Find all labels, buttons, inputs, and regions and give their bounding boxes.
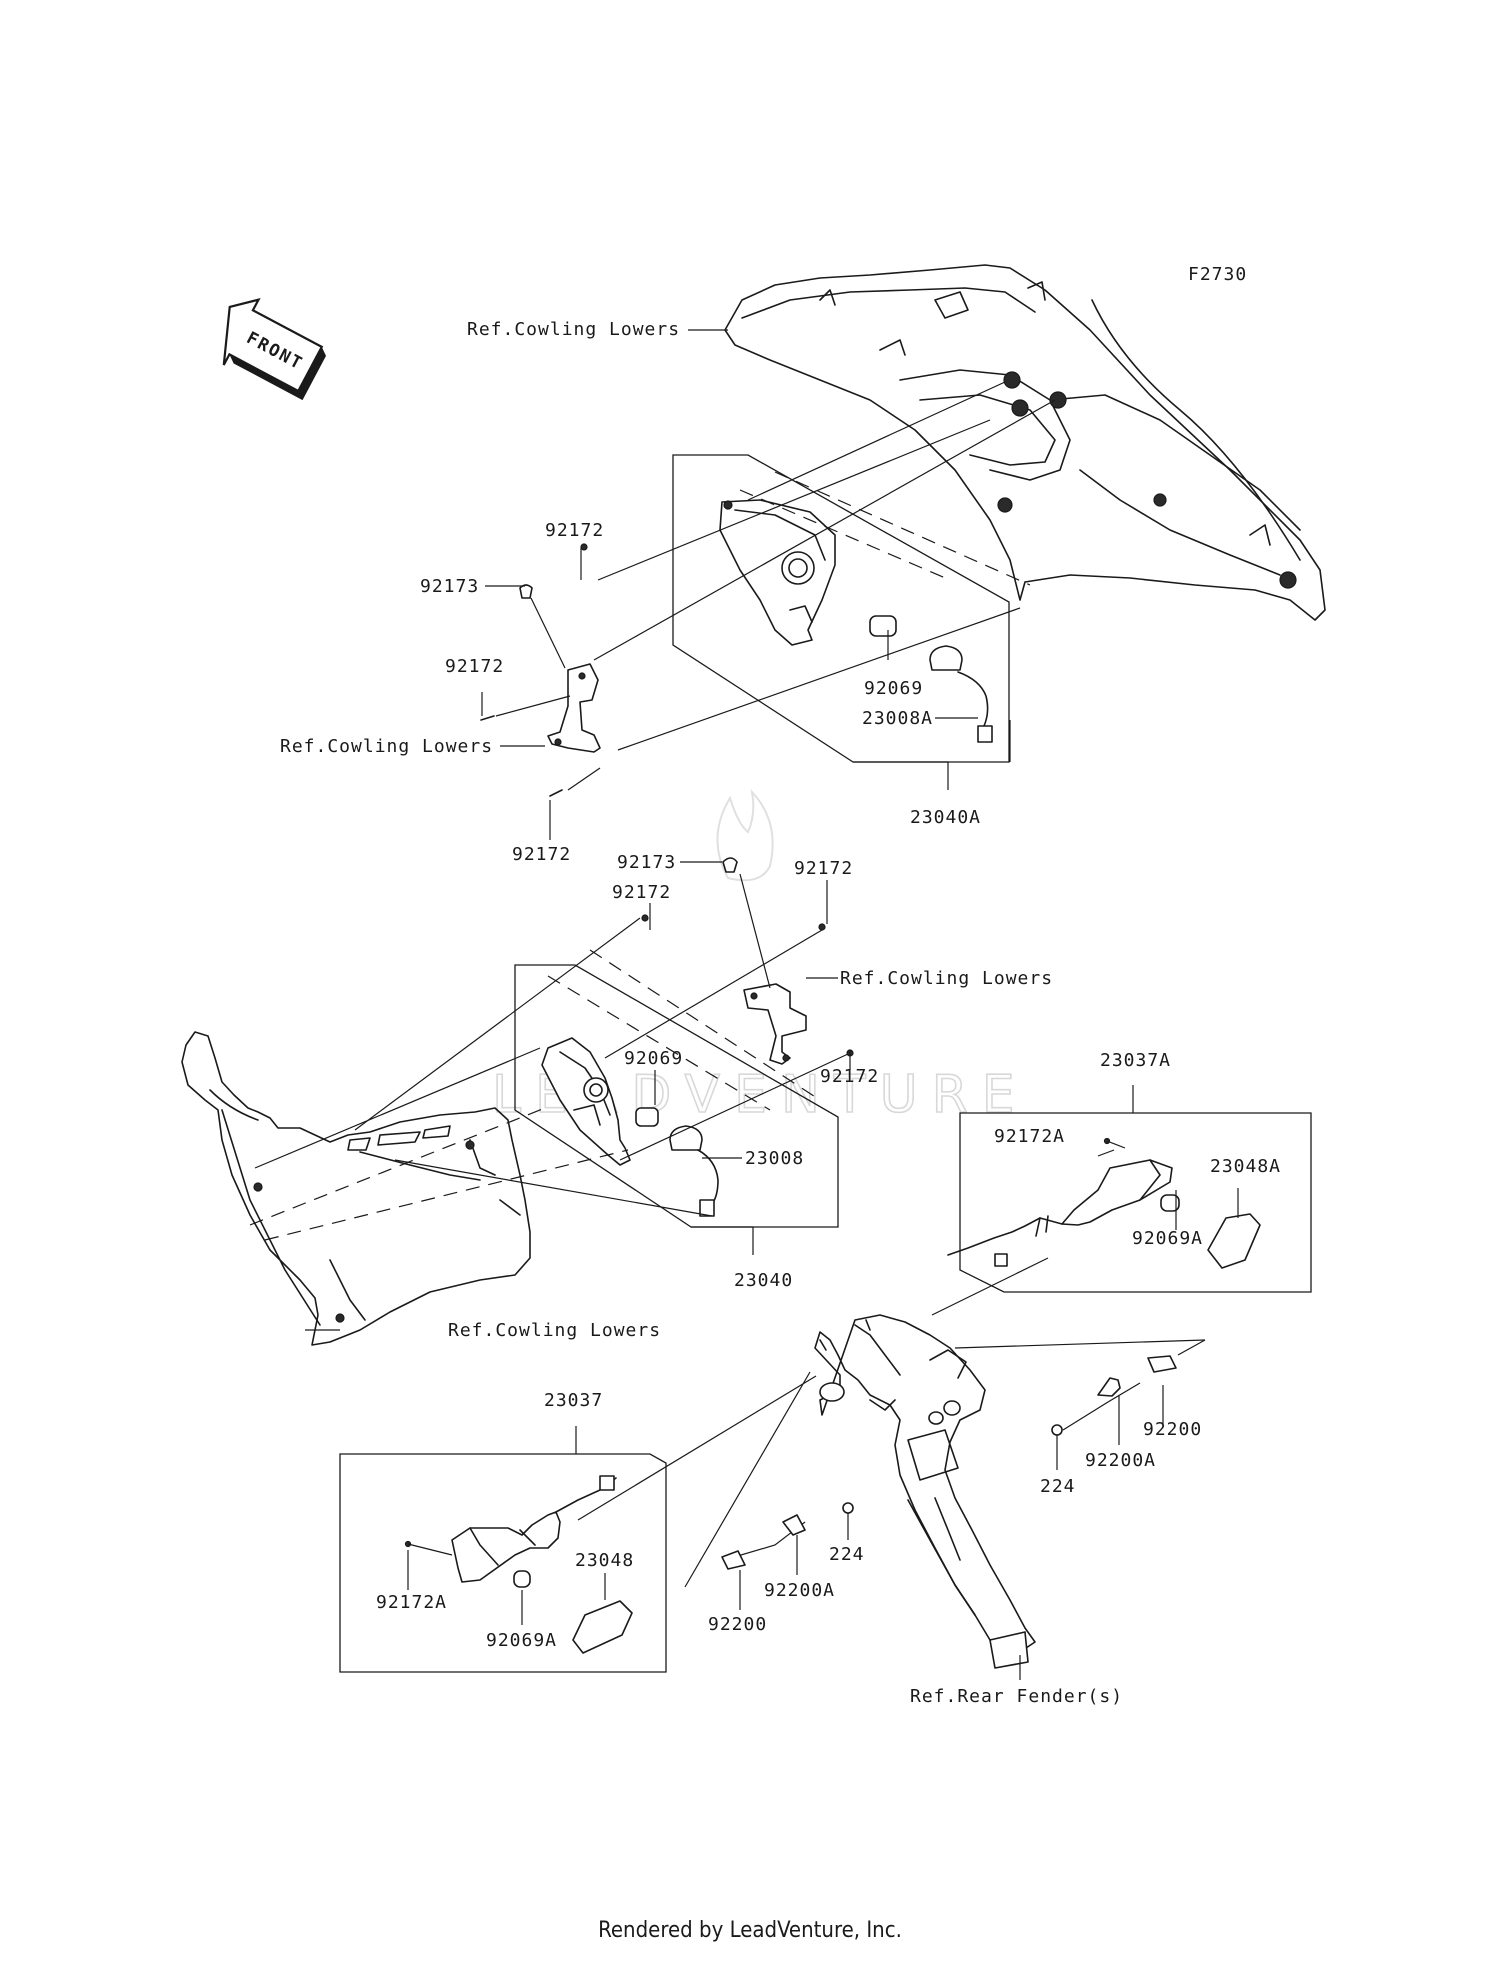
label-224-b: 224 xyxy=(829,1544,865,1565)
ref-cowling-top: Ref.Cowling Lowers xyxy=(467,319,680,340)
footer-credit: Rendered by LeadVenture, Inc. xyxy=(598,1918,902,1943)
ref-cowling-bottom: Ref.Cowling Lowers xyxy=(448,1320,661,1341)
bulb-92069A-left xyxy=(513,1570,531,1588)
label-92172A-b: 92172A xyxy=(376,1592,447,1613)
socket-23008A xyxy=(929,645,963,671)
label-23040A: 23040A xyxy=(910,807,981,828)
bulb-92069A-right xyxy=(1160,1194,1180,1212)
label-92172-d: 92172 xyxy=(794,858,853,879)
license-plate-bracket xyxy=(814,1314,1036,1669)
label-23037A: 23037A xyxy=(1100,1050,1171,1071)
bulb-92069-upper xyxy=(869,615,897,637)
box-23037 xyxy=(339,1453,667,1673)
turn-signal-front-left xyxy=(541,1037,719,1217)
assembly-lines-mid xyxy=(249,873,849,1241)
label-92069A-a: 92069A xyxy=(1132,1228,1203,1249)
plate-92200A-left xyxy=(782,1514,806,1536)
label-92200-a: 92200 xyxy=(1143,1419,1202,1440)
plate-92200-right xyxy=(1147,1355,1177,1373)
ref-cowling-bracket-mid: Ref.Cowling Lowers xyxy=(840,968,1053,989)
turn-signal-front-right xyxy=(719,499,993,743)
clip-92173-upper xyxy=(519,584,533,599)
turn-signal-rear-left xyxy=(404,1475,633,1654)
cowling-lower-right xyxy=(724,264,1326,621)
label-92200-b: 92200 xyxy=(708,1614,767,1635)
bulb-92069-mid xyxy=(635,1107,659,1127)
clip-92173-mid xyxy=(722,857,738,873)
bracket-mid xyxy=(641,857,854,1065)
label-23048: 23048 xyxy=(575,1550,634,1571)
box-23040 xyxy=(514,964,839,1228)
label-92069A-b: 92069A xyxy=(486,1630,557,1651)
label-92172-e: 92172 xyxy=(612,882,671,903)
label-92173-a: 92173 xyxy=(420,576,479,597)
plate-92200A-right xyxy=(1097,1377,1121,1397)
label-92200A-a: 92200A xyxy=(1085,1450,1156,1471)
label-92172A-a: 92172A xyxy=(994,1126,1065,1147)
label-92172-a: 92172 xyxy=(545,520,604,541)
label-92200A-b: 92200A xyxy=(764,1580,835,1601)
lens-23048 xyxy=(572,1600,633,1654)
front-arrow-icon: FRONT xyxy=(222,297,327,401)
rear-assembly-lines xyxy=(577,1257,1206,1680)
label-92173-b: 92173 xyxy=(617,852,676,873)
diagram-code: F2730 xyxy=(1188,264,1247,285)
turn-signal-rear-right xyxy=(947,1137,1261,1269)
label-23008: 23008 xyxy=(745,1148,804,1169)
assembly-lines-upper xyxy=(495,381,1056,791)
box-23037A xyxy=(959,1112,1312,1293)
leader-lines xyxy=(305,329,1239,1625)
lens-23048A xyxy=(1207,1213,1261,1269)
label-23048A: 23048A xyxy=(1210,1156,1281,1177)
ref-cowling-bracket-upper: Ref.Cowling Lowers xyxy=(280,736,493,757)
label-92172-b: 92172 xyxy=(445,656,504,677)
label-23037: 23037 xyxy=(544,1390,603,1411)
label-92069-a: 92069 xyxy=(864,678,923,699)
label-92172-c: 92172 xyxy=(512,844,571,865)
rear-small-parts xyxy=(721,1355,1177,1570)
ref-rear-fender: Ref.Rear Fender(s) xyxy=(910,1686,1123,1707)
bolt-224-left xyxy=(842,1502,854,1514)
part-labels: Ref.Cowling Lowers 92172 92173 92172 Ref… xyxy=(280,319,1281,1707)
socket-23008 xyxy=(669,1125,703,1151)
label-23008A: 23008A xyxy=(862,708,933,729)
label-224-a: 224 xyxy=(1040,1476,1076,1497)
bracket-upper xyxy=(480,543,601,797)
label-92069-b: 92069 xyxy=(624,1048,683,1069)
cowling-lower-left xyxy=(181,1031,531,1346)
plate-92200-left xyxy=(721,1550,746,1570)
label-92172-f: 92172 xyxy=(820,1066,879,1087)
bolt-224-right xyxy=(1051,1424,1063,1436)
box-23040A xyxy=(672,454,1010,763)
label-23040: 23040 xyxy=(734,1270,793,1291)
